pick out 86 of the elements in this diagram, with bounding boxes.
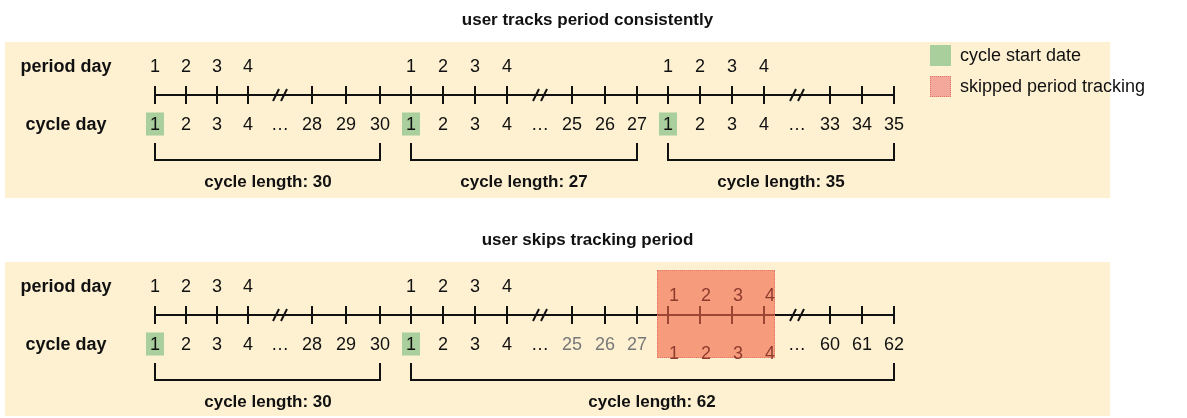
day-number: 3 bbox=[212, 113, 222, 135]
day-number: 1 bbox=[150, 275, 160, 297]
day-number: … bbox=[531, 333, 549, 355]
day-number: 62 bbox=[884, 333, 904, 355]
day-number: 3 bbox=[727, 55, 737, 77]
panel-title: user tracks period consistently bbox=[460, 10, 715, 30]
panel-title: user skips tracking period bbox=[480, 230, 695, 250]
cycle-length-label: cycle length: 30 bbox=[204, 392, 332, 412]
day-number: … bbox=[788, 333, 806, 355]
day-number: 4 bbox=[502, 275, 512, 297]
day-number: 2 bbox=[438, 55, 448, 77]
day-number: 3 bbox=[470, 113, 480, 135]
day-number: 1 bbox=[150, 55, 160, 77]
day-number: 2 bbox=[695, 55, 705, 77]
day-number: 2 bbox=[181, 333, 191, 355]
day-number: 27 bbox=[627, 113, 647, 135]
skipped-region bbox=[657, 270, 775, 358]
day-number: 4 bbox=[502, 113, 512, 135]
day-number: 2 bbox=[701, 342, 711, 364]
row-heading: period day bbox=[20, 275, 112, 297]
day-number: 3 bbox=[212, 333, 222, 355]
cycle-start-day: 1 bbox=[402, 332, 420, 356]
cycle-length-label: cycle length: 35 bbox=[717, 172, 845, 192]
day-number: 2 bbox=[438, 113, 448, 135]
day-number: 3 bbox=[727, 113, 737, 135]
day-number: 2 bbox=[181, 113, 191, 135]
cycle-start-day: 1 bbox=[402, 112, 420, 136]
day-number: 61 bbox=[852, 333, 872, 355]
cycle-length-label: cycle length: 27 bbox=[460, 172, 588, 192]
day-number: 1 bbox=[669, 342, 679, 364]
day-number: … bbox=[271, 333, 289, 355]
day-number: 28 bbox=[302, 333, 322, 355]
day-number: 2 bbox=[701, 284, 711, 306]
day-number: 1 bbox=[669, 284, 679, 306]
day-number: 34 bbox=[852, 113, 872, 135]
day-number: 4 bbox=[765, 284, 775, 306]
day-number: 1 bbox=[406, 55, 416, 77]
row-heading: cycle day bbox=[25, 333, 107, 355]
day-number: 3 bbox=[212, 275, 222, 297]
day-number: … bbox=[271, 113, 289, 135]
day-number: 4 bbox=[243, 113, 253, 135]
cycle-start-day: 1 bbox=[659, 112, 677, 136]
day-number: 25 bbox=[562, 333, 582, 355]
day-number: 3 bbox=[470, 275, 480, 297]
day-number: 4 bbox=[502, 333, 512, 355]
day-number: 4 bbox=[243, 275, 253, 297]
day-number: 3 bbox=[733, 342, 743, 364]
day-number: 2 bbox=[181, 55, 191, 77]
day-number: 2 bbox=[438, 333, 448, 355]
day-number: 35 bbox=[884, 113, 904, 135]
day-number: 30 bbox=[370, 333, 390, 355]
day-number: … bbox=[788, 113, 806, 135]
day-number: 3 bbox=[470, 333, 480, 355]
day-number: … bbox=[531, 113, 549, 135]
legend-label: cycle start date bbox=[960, 45, 1082, 66]
row-heading: period day bbox=[20, 55, 112, 77]
day-number: 3 bbox=[733, 284, 743, 306]
day-number: 26 bbox=[595, 113, 615, 135]
day-number: 27 bbox=[627, 333, 647, 355]
cycle-length-label: cycle length: 30 bbox=[204, 172, 332, 192]
row-heading: cycle day bbox=[25, 113, 107, 135]
day-number: 4 bbox=[502, 55, 512, 77]
day-number: 4 bbox=[759, 113, 769, 135]
day-number: 4 bbox=[243, 333, 253, 355]
cycle-start-day: 1 bbox=[146, 332, 164, 356]
day-number: 4 bbox=[765, 342, 775, 364]
day-number: 33 bbox=[820, 113, 840, 135]
day-number: 3 bbox=[470, 55, 480, 77]
day-number: 25 bbox=[562, 113, 582, 135]
day-number: 26 bbox=[595, 333, 615, 355]
day-number: 30 bbox=[370, 113, 390, 135]
day-number: 2 bbox=[181, 275, 191, 297]
day-number: 2 bbox=[695, 113, 705, 135]
day-number: 2 bbox=[438, 275, 448, 297]
day-number: 60 bbox=[820, 333, 840, 355]
day-number: 1 bbox=[663, 55, 673, 77]
day-number: 28 bbox=[302, 113, 322, 135]
day-number: 29 bbox=[336, 333, 356, 355]
day-number: 4 bbox=[759, 55, 769, 77]
day-number: 4 bbox=[243, 55, 253, 77]
day-number: 1 bbox=[406, 275, 416, 297]
legend-label: skipped period tracking bbox=[960, 76, 1146, 97]
cycle-length-label: cycle length: 62 bbox=[588, 392, 716, 412]
day-number: 3 bbox=[212, 55, 222, 77]
cycle-start-day: 1 bbox=[146, 112, 164, 136]
day-number: 29 bbox=[336, 113, 356, 135]
